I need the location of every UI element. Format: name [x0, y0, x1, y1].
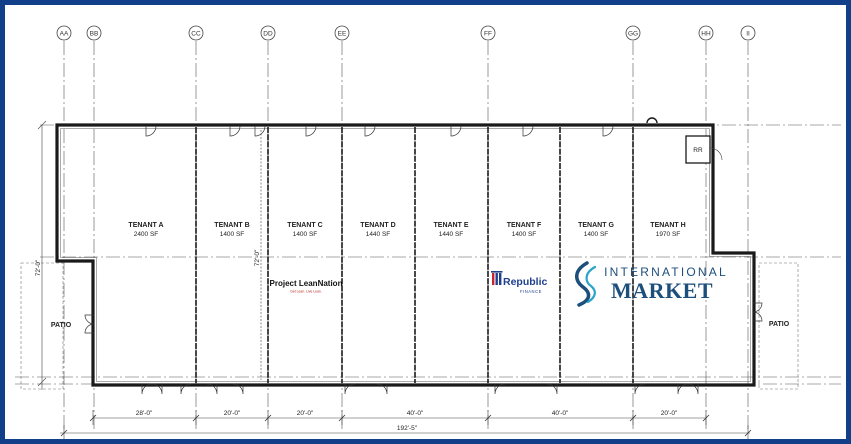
- grid-label-ff: FF: [484, 31, 492, 38]
- grid-bubble-cc: [188, 25, 204, 41]
- dim-segment-4: 40'-0": [407, 410, 424, 417]
- grid-label-hh: HH: [701, 31, 711, 38]
- tenant-d-name: TENANT D: [360, 222, 395, 229]
- restroom-label: RR: [693, 147, 703, 154]
- depth-label-left: 72'-0": [35, 259, 42, 276]
- tenant-d-area: 1440 SF: [366, 231, 391, 238]
- tenant-b-name: TENANT B: [214, 222, 249, 229]
- project-leannation-tagline: Get Lean. Live Lean.: [290, 290, 322, 294]
- tenant-g-name: TENANT G: [578, 222, 614, 229]
- tenant-h-area: 1970 SF: [656, 231, 681, 238]
- door-swings-top: [145, 125, 614, 137]
- tenant-e-name: TENANT E: [434, 222, 469, 229]
- restroom: [685, 135, 711, 164]
- grid-label-cc: CC: [191, 31, 201, 38]
- grid-label-bb: BB: [90, 31, 99, 38]
- grid-label-gg: GG: [628, 31, 638, 38]
- grid-label-ee: EE: [338, 31, 347, 38]
- patio-left-label: PATIO: [51, 322, 72, 329]
- republic-finance-title: Republic: [503, 276, 547, 288]
- grid-bubble-bb: [86, 25, 102, 41]
- tenant-e-area: 1440 SF: [439, 231, 464, 238]
- grid-bubble-ii: [740, 25, 756, 41]
- tenant-c-area: 1400 SF: [293, 231, 318, 238]
- grid-bubble-ee: [334, 25, 350, 41]
- depth-dimensions: [37, 120, 262, 390]
- international-market-icon: [575, 261, 597, 307]
- grid-bubble-hh: [698, 25, 714, 41]
- project-leannation-logo: Project LeanNation Get Lean. Live Lean.: [270, 279, 343, 294]
- grid-bubble-ff: [480, 25, 496, 41]
- exterior-wall: [55, 123, 756, 387]
- grid-label-aa: AA: [60, 31, 69, 38]
- grid-bubble-aa: [56, 25, 72, 41]
- tenant-f-area: 1400 SF: [512, 231, 537, 238]
- grid-bubbles: [56, 25, 756, 41]
- tenant-h-name: TENANT H: [650, 222, 685, 229]
- tenant-f-name: TENANT F: [507, 222, 542, 229]
- patio-right-outline: [758, 262, 799, 390]
- patio-doors: [84, 302, 763, 334]
- international-market-line1: INTERNATIONAL: [604, 265, 728, 279]
- international-market-line2: MARKET: [611, 278, 713, 303]
- dim-total: 192'-5": [397, 425, 418, 432]
- door-swings-bottom: [141, 383, 699, 395]
- restroom-door-swing: [709, 147, 723, 161]
- grid-lines: [63, 41, 749, 430]
- dimension-lines: [60, 410, 750, 439]
- dim-segment-2: 20'-0": [224, 410, 241, 417]
- dim-segment-3: 20'-0": [297, 410, 314, 417]
- republic-finance-icon: [491, 271, 503, 285]
- demising-walls: [195, 127, 634, 383]
- depth-label-mid: 72'-0": [254, 249, 261, 266]
- patio-right-label: PATIO: [769, 321, 790, 328]
- floor-plan: AA BB CC DD EE FF GG HH II RR: [15, 25, 841, 439]
- tenant-g-area: 1400 SF: [584, 231, 609, 238]
- tenant-a-name: TENANT A: [128, 222, 163, 229]
- dim-segment-5: 40'-0": [552, 410, 569, 417]
- international-market-logo: INTERNATIONAL MARKET: [575, 261, 728, 307]
- dim-segment-6: 20'-0": [661, 410, 678, 417]
- dim-segment-1: 28'-0": [136, 410, 153, 417]
- roof-drain-icon: [646, 117, 658, 124]
- grid-bubble-gg: [625, 25, 641, 41]
- grid-bubble-dd: [260, 25, 276, 41]
- republic-finance-logo: Republic FINANCE: [491, 271, 547, 294]
- grid-label-ii: II: [746, 31, 750, 38]
- tenant-c-name: TENANT C: [287, 222, 322, 229]
- tenant-a-area: 2400 SF: [134, 231, 159, 238]
- grid-label-dd: DD: [263, 31, 273, 38]
- project-leannation-title: Project LeanNation: [270, 279, 343, 288]
- tenant-b-area: 1400 SF: [220, 231, 245, 238]
- dimension-ticks: [60, 414, 752, 437]
- republic-finance-subtitle: FINANCE: [520, 289, 542, 294]
